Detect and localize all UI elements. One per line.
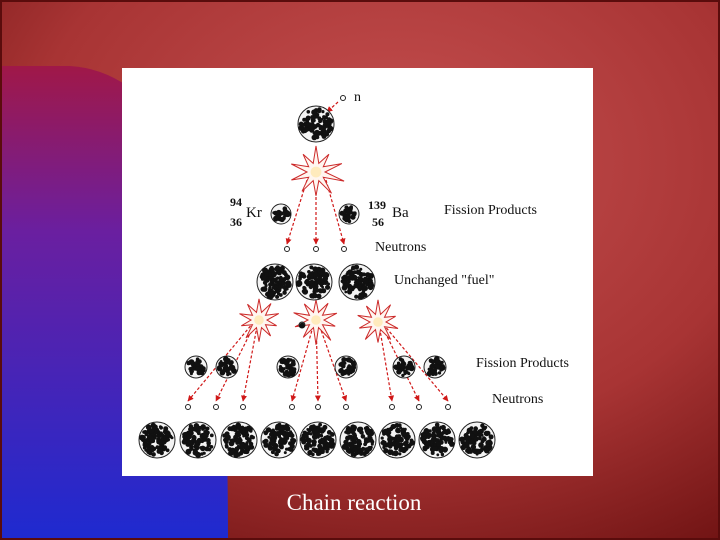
fission-product-2-4: [334, 355, 358, 379]
released-neutron-2-2: [213, 404, 219, 410]
released-neutron-1a: [284, 246, 290, 252]
released-neutron-2-7: [389, 404, 395, 410]
fission-products-label-2: Fission Products: [476, 356, 569, 371]
uranium-nucleus-top: [297, 105, 335, 143]
released-neutron-1c: [341, 246, 347, 252]
released-neutron-2-5: [315, 404, 321, 410]
fission-product-2-1: [184, 355, 208, 379]
neutrons-label-2: Neutrons: [492, 392, 544, 407]
fission-flash-1: [291, 145, 345, 196]
fuel-nucleus-3-1: [138, 421, 176, 459]
slide-caption: Chain reaction: [286, 490, 422, 515]
released-neutron-2-8: [416, 404, 422, 410]
barium-symbol: Ba: [392, 205, 409, 221]
fuel-nucleus-3-4: [260, 421, 298, 459]
fuel-nucleus-2c: [338, 263, 376, 301]
fuel-nucleus-3-5: [299, 421, 337, 459]
released-neutron-2-4: [289, 404, 295, 410]
barium-atomic-number: 56: [372, 215, 384, 229]
fuel-nucleus-3-9: [458, 421, 496, 459]
fuel-nucleus-3-7: [378, 421, 416, 459]
fuel-nucleus-3-8: [418, 421, 456, 459]
neutron-arrow-2-9: [385, 327, 449, 402]
fuel-nucleus-2a: [256, 263, 294, 301]
neutron-arrow-1a: [285, 179, 308, 245]
krypton-atomic-number: 36: [230, 215, 242, 229]
released-neutron-2-9: [445, 404, 451, 410]
neutron-arrow-2-3: [241, 325, 258, 402]
fission-product-2-2: [215, 355, 239, 379]
fission-product-2-3: [276, 355, 300, 379]
incoming-neutron: [340, 95, 346, 101]
fuel-nucleus-2b: [295, 263, 333, 301]
fission-flash-2-1: [239, 298, 280, 342]
fission-products-label-1: Fission Products: [444, 203, 537, 218]
unchanged-fuel-label: Unchanged "fuel": [394, 273, 495, 288]
krypton-symbol: Kr: [246, 205, 262, 221]
fission-product-2-5: [392, 355, 416, 379]
released-neutron-2-1: [185, 404, 191, 410]
neutrons-label-1: Neutrons: [375, 240, 427, 255]
neutron-arrow-2-7: [379, 327, 395, 402]
fuel-nucleus-3-2: [179, 421, 217, 459]
released-neutron-2-3: [240, 404, 246, 410]
fission-product-2-6: [423, 355, 447, 379]
fuel-nucleus-3-6: [339, 421, 377, 459]
fuel-nucleus-3-3: [220, 421, 258, 459]
neutron-arrow-2-6: [319, 325, 348, 402]
incoming-neutron-arrow: [326, 101, 339, 113]
neutron-label: n: [354, 90, 361, 105]
krypton-mass-number: 94: [230, 195, 242, 209]
neutron-arrow-2-1: [187, 325, 251, 402]
fission-product-kr: [270, 203, 292, 225]
released-neutron-2-6: [343, 404, 349, 410]
barium-mass-number: 139: [368, 198, 386, 212]
chain-reaction-diagram: n 94 36 Kr 139 56 Ba Fission Products Ne…: [122, 68, 593, 476]
diagram-canvas: [138, 95, 496, 459]
neutron-arrow-2-4: [290, 325, 314, 402]
fission-flash-2-2: [293, 299, 338, 345]
fission-flash-2-3: [357, 299, 399, 343]
fission-product-ba: [338, 203, 360, 225]
released-neutron-1b: [313, 246, 319, 252]
small-fragment: [298, 321, 306, 329]
